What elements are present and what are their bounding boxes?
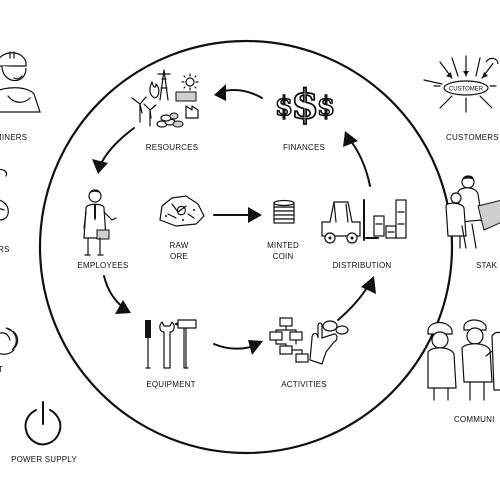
label-distribution: DISTRIBUTION (333, 261, 392, 270)
cycle-circle (38, 39, 454, 455)
left-partial-icon (0, 168, 9, 221)
arrow-finances-to-resources (214, 84, 263, 101)
label-customers: CUSTOMERS (446, 133, 499, 142)
arrow-activities-to-distribution (337, 276, 376, 321)
moon-icon (0, 327, 19, 355)
coin-stack-icon (273, 199, 295, 224)
power-plant-icon (131, 69, 199, 128)
label-raw-ore-line2: ORE (170, 252, 188, 261)
customer-target-icon (423, 55, 499, 113)
arrow-employees-to-equipment (103, 275, 131, 314)
handshake-icon (445, 175, 500, 249)
arrow-resources-to-employees (92, 127, 135, 174)
customer-badge-text: CUSTOMER (449, 87, 484, 93)
label-left-partial: RS (0, 245, 10, 254)
ore-rock-icon (159, 195, 205, 227)
label-raw-ore-line1: RAW (170, 241, 189, 250)
dollar-signs-icon: $ $ $ (274, 80, 336, 129)
label-resources: RESOURCES (146, 143, 198, 152)
label-employees: EMPLOYEES (77, 261, 128, 270)
label-communities: COMMUNI (454, 415, 495, 424)
label-miners: MINERS (0, 133, 27, 142)
label-activities: ACTIVITIES (281, 380, 327, 389)
svg-text:$: $ (291, 81, 319, 128)
label-left-partial-2: T (0, 365, 3, 374)
arrow-distribution-to-finances (343, 131, 371, 187)
tools-icon (145, 319, 197, 369)
arrow-equipment-to-activities (213, 340, 263, 355)
people-icon (427, 319, 500, 401)
power-button-icon (24, 401, 62, 446)
label-power-supply: POWER SUPPLY (11, 455, 77, 464)
label-stakeholders: STAK (476, 261, 498, 270)
forklift-icon (321, 199, 407, 244)
svg-text:$: $ (317, 92, 335, 122)
label-finances: FINANCES (283, 143, 325, 152)
arrow-ore-to-coin (213, 207, 262, 223)
label-minted-coin-line2: COIN (273, 252, 294, 261)
label-equipment: EQUIPMENT (146, 380, 195, 389)
svg-text:$: $ (275, 92, 293, 122)
miner-icon (0, 51, 41, 113)
cycle-arrows (92, 84, 376, 355)
flowchart-icon (269, 317, 349, 365)
businessman-icon (83, 189, 117, 256)
label-minted-coin-line1: MINTED (267, 241, 299, 250)
